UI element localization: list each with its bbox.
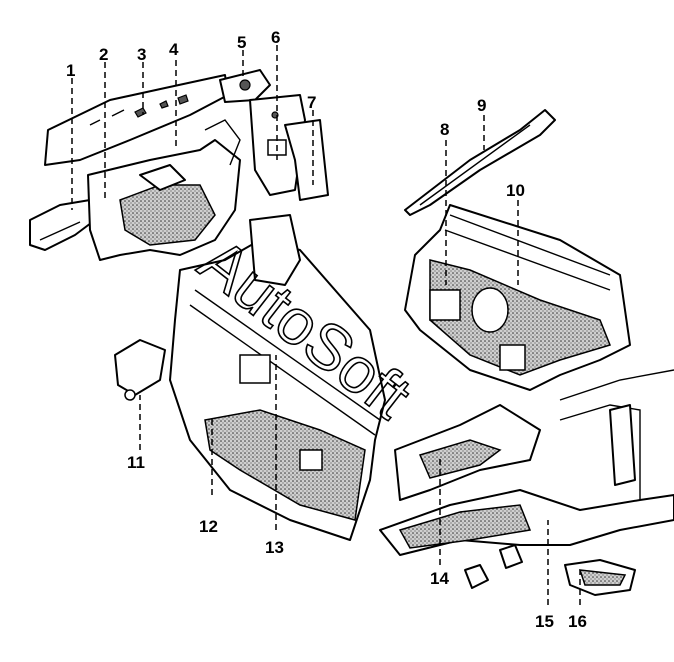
callout-13: 13	[265, 538, 284, 557]
callout-9: 9	[477, 96, 486, 115]
part-15-longitudinal-rail	[379, 489, 674, 556]
small-clips	[464, 544, 523, 589]
callout-12: 12	[199, 517, 218, 536]
callout-8: 8	[440, 120, 449, 139]
callout-numbers: 1 2 3 4 5 6 7 8 9 10 11 12 13 14 15 16	[66, 28, 587, 631]
part-2-strut-tower	[87, 119, 241, 261]
part-9-upper-rail	[404, 109, 556, 216]
part-7-side-plate	[284, 119, 329, 201]
part-5-small-plate	[219, 69, 271, 103]
part-3-upper-bracket	[44, 74, 229, 166]
callout-4: 4	[169, 40, 179, 59]
side-sill	[559, 369, 674, 500]
callout-1: 1	[66, 61, 75, 80]
callout-6: 6	[271, 28, 280, 47]
callout-3: 3	[137, 45, 146, 64]
callout-7: 7	[307, 93, 316, 112]
part-10-firewall-panel	[404, 204, 631, 391]
callout-14: 14	[430, 569, 449, 588]
callout-10: 10	[506, 181, 525, 200]
callout-16: 16	[568, 612, 587, 631]
leader-lines	[71, 45, 581, 605]
part-1-lower-bracket	[29, 199, 96, 251]
callout-2: 2	[99, 45, 108, 64]
callout-15: 15	[535, 612, 554, 631]
part-11-small-bracket	[114, 339, 166, 401]
part-13-radiator-support	[169, 214, 386, 541]
part-16-bracket	[564, 559, 636, 596]
part-14-floor-brace	[394, 404, 541, 501]
callout-5: 5	[237, 33, 246, 52]
callout-11: 11	[127, 453, 145, 472]
